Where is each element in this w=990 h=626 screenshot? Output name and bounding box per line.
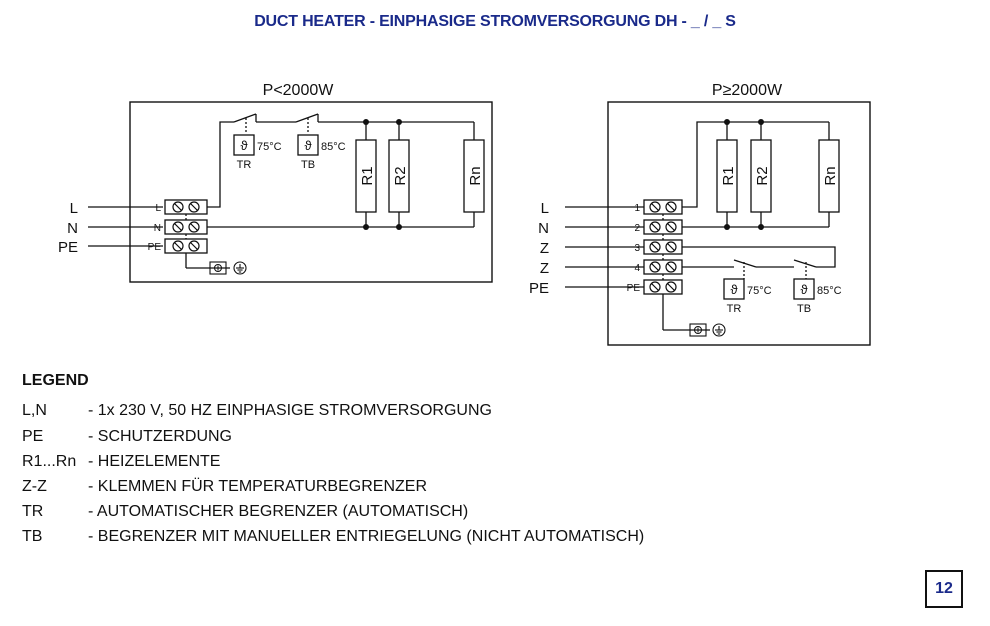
legend-desc: - AUTOMATISCHER BEGRENZER (AUTOMATISCH) xyxy=(88,503,469,520)
legend-key: Z-Z xyxy=(22,478,47,495)
right-tb-name: TB xyxy=(797,303,811,315)
left-resistor-r1: R1 xyxy=(359,166,376,185)
left-tb-name: TB xyxy=(301,159,315,171)
left-heading: P<2000W xyxy=(263,82,335,99)
left-input-n: N xyxy=(67,220,78,237)
left-tb-temp: 85°C xyxy=(321,141,346,153)
right-diagram xyxy=(565,101,871,346)
legend-heading: LEGEND xyxy=(22,372,89,389)
left-tr-name: TR xyxy=(237,159,252,171)
right-tb-symbol: ϑ xyxy=(800,282,808,297)
legend-key: L,N xyxy=(22,402,47,419)
right-input-l: L xyxy=(541,200,549,217)
right-terminal-label-1: 1 xyxy=(634,203,640,214)
right-terminal-label-pe: PE xyxy=(627,283,641,294)
right-input-pe: PE xyxy=(529,280,549,297)
right-terminal-label-2: 2 xyxy=(634,223,640,234)
right-input-n: N xyxy=(538,220,549,237)
left-tb-symbol: ϑ xyxy=(304,138,312,153)
right-heading: P≥2000W xyxy=(712,82,783,99)
left-tr-symbol: ϑ xyxy=(240,138,248,153)
left-resistor-rn: Rn xyxy=(467,166,484,185)
right-terminal-label-4: 4 xyxy=(634,263,640,274)
page-number: 12 xyxy=(925,570,963,608)
right-tr-symbol: ϑ xyxy=(730,282,738,297)
page-title: DUCT HEATER - EINPHASIGE STROMVERSORGUNG… xyxy=(254,13,736,30)
right-tr-name: TR xyxy=(727,303,742,315)
left-terminal-label-pe: PE xyxy=(148,242,162,253)
wiring-diagram: P<2000W L N PE L N PE ϑ 75°C TR ϑ 85°C T… xyxy=(58,82,871,346)
legend-key: TB xyxy=(22,528,43,545)
left-resistor-r2: R2 xyxy=(392,166,409,185)
left-terminal-label-n: N xyxy=(154,223,161,234)
right-tr-temp: 75°C xyxy=(747,285,772,297)
left-diagram xyxy=(88,101,493,283)
left-input-pe: PE xyxy=(58,239,78,256)
legend-key: TR xyxy=(22,503,44,520)
left-enclosure xyxy=(129,101,493,283)
legend-key: R1...Rn xyxy=(22,453,77,470)
legend-desc: - SCHUTZERDUNG xyxy=(88,428,232,445)
right-resistor-r2: R2 xyxy=(754,166,771,185)
legend-desc: - BEGRENZER MIT MANUELLER ENTRIEGELUNG (… xyxy=(88,528,645,545)
left-input-l: L xyxy=(70,200,78,217)
right-terminal-label-3: 3 xyxy=(634,243,640,254)
legend-desc: - KLEMMEN FÜR TEMPERATURBEGRENZER xyxy=(88,478,427,495)
right-resistor-r1: R1 xyxy=(720,166,737,185)
left-tr-temp: 75°C xyxy=(257,141,282,153)
right-resistor-rn: Rn xyxy=(822,166,839,185)
right-input-z2: Z xyxy=(540,260,549,277)
right-tb-temp: 85°C xyxy=(817,285,842,297)
legend-desc: - 1x 230 V, 50 HZ EINPHASIGE STROMVERSOR… xyxy=(88,402,492,419)
right-enclosure xyxy=(607,101,871,346)
legend-key: PE xyxy=(22,428,44,445)
legend-desc: - HEIZELEMENTE xyxy=(88,453,221,470)
right-input-z1: Z xyxy=(540,240,549,257)
left-terminal-label-l: L xyxy=(155,203,161,214)
